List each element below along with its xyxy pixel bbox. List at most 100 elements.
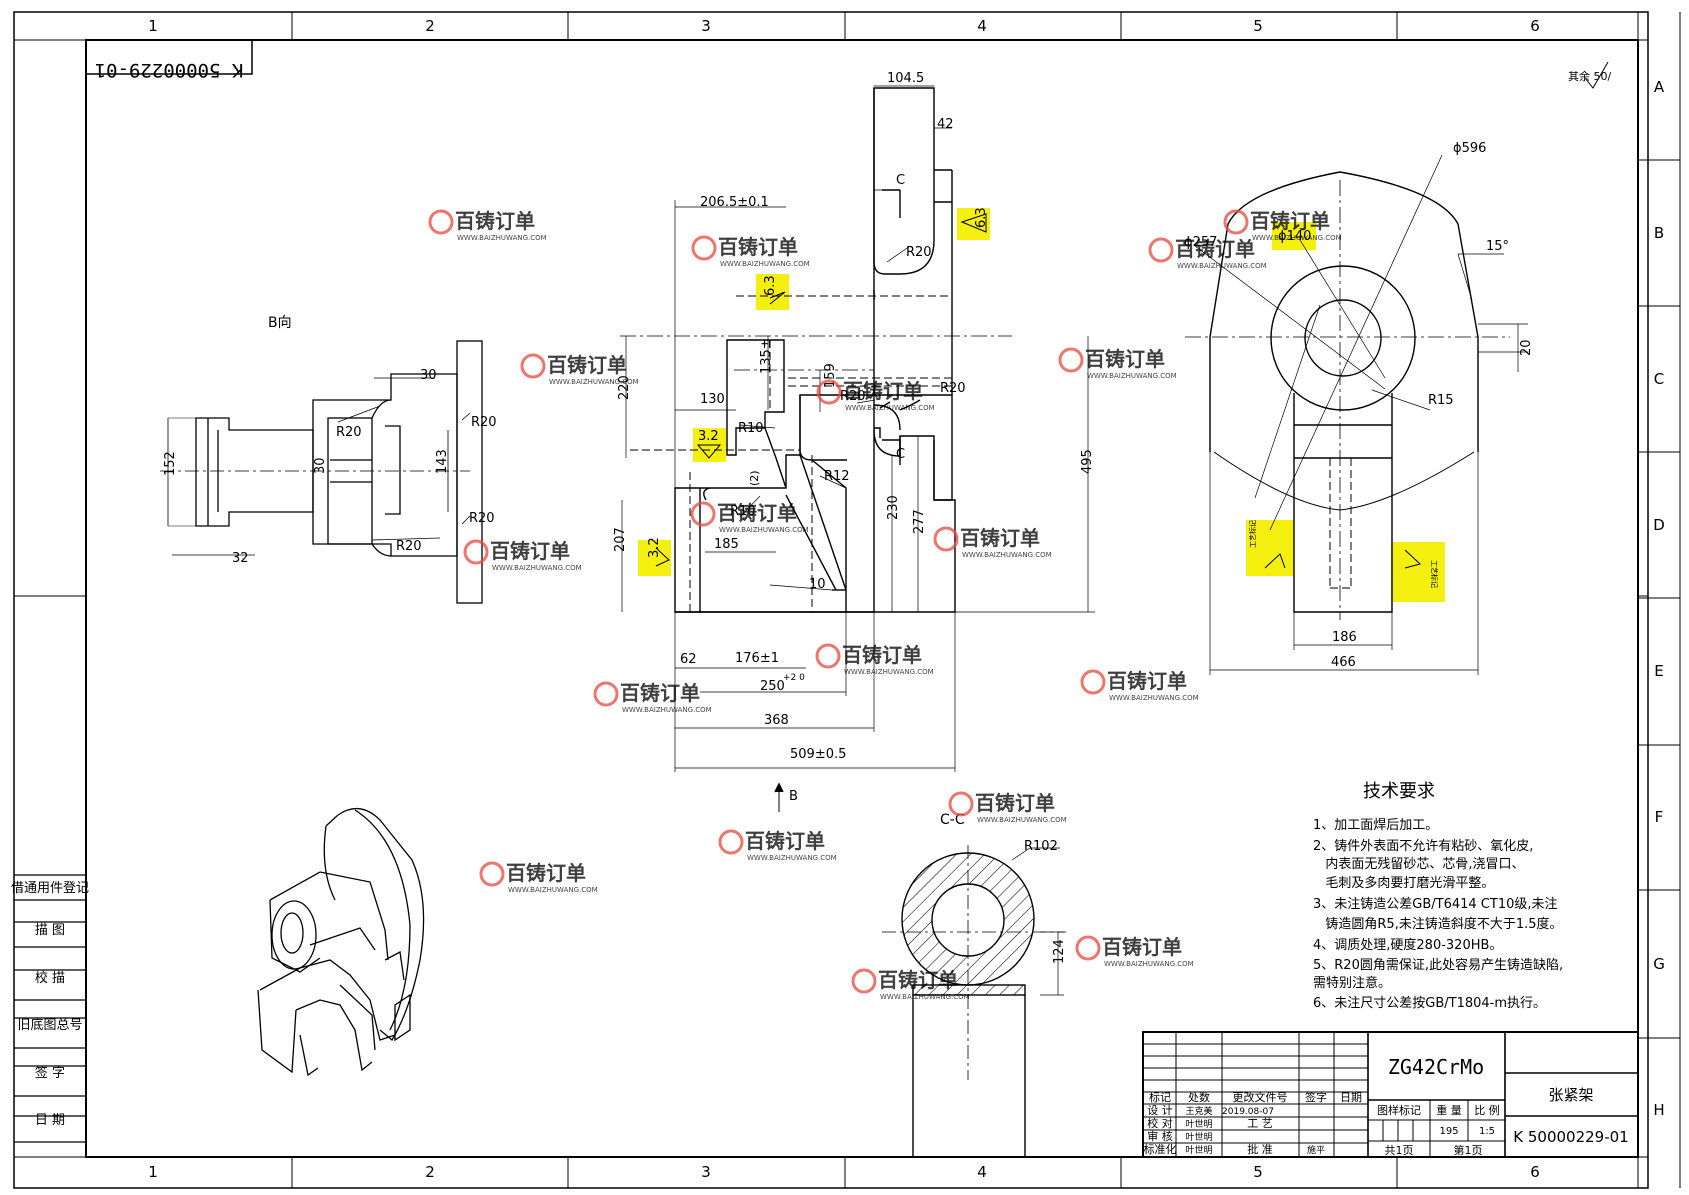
svg-text:WWW.BAIZHUWANG.COM: WWW.BAIZHUWANG.COM	[457, 234, 547, 242]
row-label-f: F	[1655, 808, 1664, 826]
mark-right: 工艺标记	[1430, 560, 1439, 588]
svg-text:百铸订单: 百铸订单	[1175, 237, 1255, 261]
svg-text:3.2: 3.2	[698, 429, 719, 444]
surface-finish-note: 其余 50/	[1568, 61, 1611, 89]
left-table-row-2: 描 图	[35, 923, 65, 938]
left-table-row-6: 日 期	[35, 1113, 65, 1128]
section-c-mid: C	[896, 447, 905, 462]
tech-line-9: 需特别注意。	[1313, 975, 1391, 991]
surface-finish-note-text: 其余 50/	[1568, 69, 1611, 83]
tb-row-design: 设 计	[1147, 1104, 1173, 1117]
dim-124: 124	[1052, 939, 1067, 964]
svg-text:百铸订单: 百铸订单	[842, 643, 922, 667]
svg-text:WWW.BAIZHUWANG.COM: WWW.BAIZHUWANG.COM	[1109, 694, 1199, 702]
dim-left-30b: 30	[313, 457, 328, 474]
svg-text:WWW.BAIZHUWANG.COM: WWW.BAIZHUWANG.COM	[1252, 234, 1342, 242]
tb-date: 2019.08-07	[1222, 1107, 1274, 1117]
dim-r10a: R10	[738, 421, 764, 436]
zone-labels: 1 2 3 4 5 6 1 2 3 4 5 6 A B C D E F G H	[148, 17, 1665, 1181]
dim-185: 185	[714, 537, 739, 552]
svg-text:百铸订单: 百铸订单	[843, 379, 923, 403]
roughness-32-b: 3.2	[647, 537, 670, 567]
tech-line-2: 2、铸件外表面不允许有粘砂、氧化皮,	[1313, 838, 1533, 854]
svg-text:百铸订单: 百铸订单	[547, 353, 627, 377]
col-label-5-bottom: 5	[1253, 1163, 1263, 1181]
svg-text:6.3: 6.3	[763, 275, 778, 296]
left-side-table: 借通用件登记 描 图 校 描 旧底图总号 签 字 日 期	[11, 874, 89, 1143]
tb-approve-label: 批 准	[1247, 1142, 1273, 1156]
highlights	[638, 208, 1445, 602]
svg-text:WWW.BAIZHUWANG.COM: WWW.BAIZHUWANG.COM	[1104, 960, 1194, 968]
dim-495: 495	[1080, 449, 1095, 474]
svg-text:百铸订单: 百铸订单	[455, 209, 535, 233]
svg-text:百铸订单: 百铸订单	[718, 235, 798, 259]
svg-text:百铸订单: 百铸订单	[506, 861, 586, 885]
view-b-title: B向	[268, 315, 292, 331]
row-label-g: G	[1653, 955, 1665, 973]
svg-text:百铸订单: 百铸订单	[1102, 935, 1182, 959]
title-block: 标记 处数 更改文件号 签字 日期 设 计 校 对 审 核 标准化 王克美 叶世…	[1142, 1031, 1639, 1158]
tech-line-3: 内表面无残留砂芯、芯骨,浇冒口、	[1313, 856, 1525, 872]
drawing-number-box: K 50000229-01	[85, 39, 253, 81]
left-table-row-5: 签 字	[35, 1065, 65, 1081]
dim-250-tol: +2 0	[783, 673, 805, 683]
tb-row-check: 校 对	[1147, 1116, 1173, 1130]
tb-row-standard: 标准化	[1144, 1142, 1177, 1156]
tb-stage-label: 图样标记	[1377, 1103, 1421, 1117]
svg-text:WWW.BAIZHUWANG.COM: WWW.BAIZHUWANG.COM	[1087, 372, 1177, 380]
row-label-e: E	[1654, 662, 1663, 680]
tb-header-sign: 签字	[1305, 1090, 1327, 1104]
roughness-63-b: 6.3	[763, 275, 786, 305]
dim-230: 230	[886, 495, 901, 520]
tb-sheets-total: 共1页	[1385, 1144, 1414, 1157]
svg-text:WWW.BAIZHUWANG.COM: WWW.BAIZHUWANG.COM	[720, 260, 810, 268]
dim-left-r20c: R20	[469, 511, 495, 526]
dim-r15: R15	[1428, 393, 1454, 408]
dim-135: 135±	[759, 338, 774, 374]
left-table-row-4: 旧底图总号	[17, 1017, 82, 1033]
col-label-3-bottom: 3	[701, 1163, 711, 1181]
dim-130: 130	[700, 392, 725, 407]
dim-r10b: R10	[730, 504, 756, 519]
svg-text:3.2: 3.2	[647, 537, 662, 558]
col-label-5: 5	[1253, 17, 1263, 35]
tech-line-5: 3、未注铸造公差GB/T6414 CT10级,未注	[1313, 896, 1558, 912]
dim-20: 20	[1519, 339, 1534, 356]
tb-name-design: 王克美	[1185, 1105, 1212, 1117]
tech-line-8: 5、R20圆角需保证,此处容易产生铸造缺陷,	[1313, 957, 1563, 973]
dim-r20a: R20	[906, 245, 932, 260]
dim-250: 250	[760, 679, 785, 694]
tb-part-name: 张紧架	[1548, 1086, 1593, 1104]
dim-466: 466	[1331, 655, 1356, 670]
dim-angle-15: 15°	[1486, 239, 1509, 254]
dim-368: 368	[764, 713, 789, 728]
svg-text:百铸订单: 百铸订单	[960, 526, 1040, 550]
tb-approver: 施平	[1307, 1144, 1325, 1156]
svg-text:WWW.BAIZHUWANG.COM: WWW.BAIZHUWANG.COM	[719, 526, 809, 534]
tb-header-mark: 标记	[1149, 1090, 1171, 1104]
svg-text:百铸订单: 百铸订单	[490, 539, 570, 563]
dim-r20b: R20	[840, 389, 866, 404]
tb-name-review: 叶世明	[1185, 1131, 1212, 1143]
col-label-1: 1	[148, 17, 158, 35]
dim-left-152: 152	[163, 451, 178, 476]
tech-line-6: 铸造圆角R5,未注铸造斜度不大于1.5度。	[1313, 916, 1563, 932]
col-label-2-bottom: 2	[425, 1163, 435, 1181]
svg-text:百铸订单: 百铸订单	[1250, 209, 1330, 233]
row-label-d: D	[1653, 516, 1665, 534]
left-table-row-3: 校 描	[35, 970, 65, 986]
svg-text:6.3: 6.3	[974, 207, 989, 228]
svg-text:WWW.BAIZHUWANG.COM: WWW.BAIZHUWANG.COM	[747, 854, 837, 862]
dim-62: 62	[680, 652, 697, 667]
tb-weight-label: 重 量	[1436, 1103, 1462, 1117]
